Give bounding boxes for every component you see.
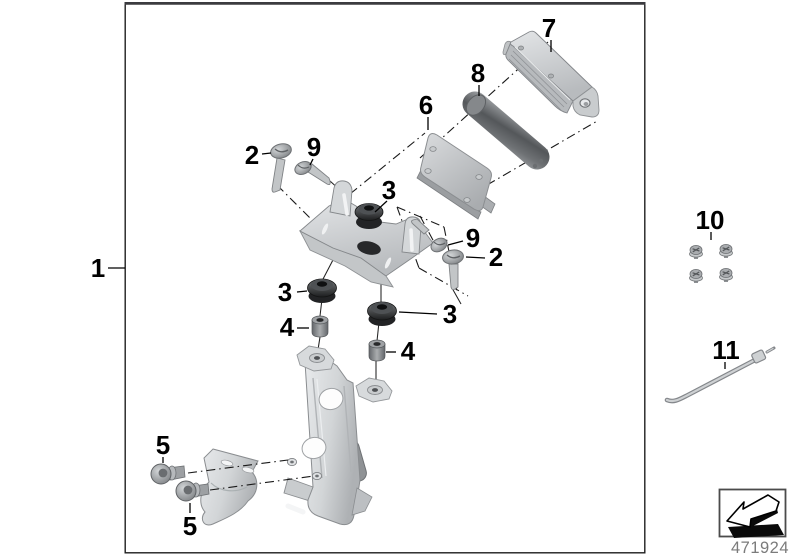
part-screw-9b xyxy=(411,218,448,253)
callout-1: 1 xyxy=(91,253,105,283)
part-spacer-left xyxy=(311,315,329,338)
holder-left-ear xyxy=(329,180,353,217)
cable-tie-head xyxy=(751,349,767,364)
callout-5a: 5 xyxy=(156,430,170,460)
part-screw-5b xyxy=(175,480,210,502)
part-screw-2b xyxy=(442,249,464,291)
callout-2a: 2 xyxy=(245,140,259,170)
axis-screw5a xyxy=(187,459,289,474)
holder-center-hole xyxy=(357,241,381,255)
small-screw xyxy=(719,268,733,282)
part-spacer-right xyxy=(368,339,386,362)
callout-3c: 3 xyxy=(443,299,457,329)
callouts: 1 2 9 3 9 2 3 4 3 4 5 5 6 8 7 10 11 xyxy=(91,13,740,541)
callout-5b: 5 xyxy=(183,511,197,541)
part-grommet-right xyxy=(367,301,397,326)
part-cable-tie xyxy=(664,346,776,404)
axis-module-battery-bracket-lower xyxy=(486,119,600,186)
direction-icon-box xyxy=(718,488,787,538)
axis-screw9b xyxy=(419,215,435,243)
part-module-holder-bracket xyxy=(298,180,434,288)
axis-screw5b xyxy=(209,475,315,491)
bracket-hole-lower xyxy=(301,436,327,460)
bracket-bottom-slot xyxy=(285,503,306,515)
callout-4a: 4 xyxy=(280,312,295,342)
small-screw xyxy=(689,245,703,259)
part-alarm-control-module xyxy=(416,133,496,220)
bracket-hole-upper xyxy=(318,387,344,411)
part-screw-5a xyxy=(150,463,186,485)
holder-right-ear-slot xyxy=(409,228,414,252)
callout-7: 7 xyxy=(542,13,556,43)
part-battery-cylinder xyxy=(462,91,550,170)
callout-6: 6 xyxy=(419,90,433,120)
diagram-frame xyxy=(124,2,646,554)
holder-left-ear-slot xyxy=(342,193,349,216)
callout-9b: 9 xyxy=(466,223,480,253)
clamp-hole-lower xyxy=(241,466,255,474)
part-screw-set xyxy=(689,244,733,283)
callout-3b: 3 xyxy=(278,277,292,307)
bracket7-front-face xyxy=(505,41,574,114)
part-upper-ribbed-bracket xyxy=(502,30,600,118)
clamp-hole-upper xyxy=(220,459,234,467)
part-grommet-top xyxy=(354,203,384,229)
small-screw xyxy=(719,244,733,258)
callout-2b: 2 xyxy=(489,242,503,272)
direction-arrow-icon xyxy=(726,494,784,538)
diagram-part-number: 471924 xyxy=(731,539,789,557)
part-grommet-left xyxy=(307,278,337,303)
axis-module-to-ear xyxy=(349,132,426,195)
callout-8: 8 xyxy=(471,58,485,88)
part-screw-9a xyxy=(294,160,331,186)
part-main-bracket xyxy=(283,345,393,526)
bracket-right-bend xyxy=(351,487,373,516)
part-screw-2a xyxy=(270,143,292,193)
callout-3a: 3 xyxy=(382,175,396,205)
module-top-face xyxy=(420,133,492,212)
callout-4b: 4 xyxy=(401,336,416,366)
callout-10: 10 xyxy=(696,205,725,235)
small-screw xyxy=(689,269,703,283)
callout-11: 11 xyxy=(712,335,740,365)
callout-9a: 9 xyxy=(307,132,321,162)
